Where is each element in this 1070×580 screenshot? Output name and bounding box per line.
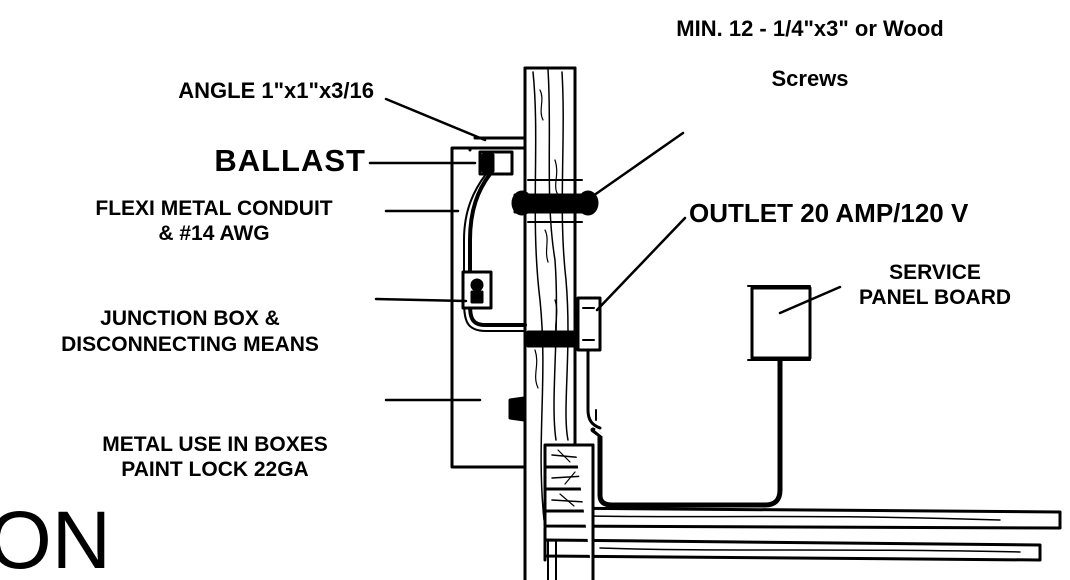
conduit-label-line2: & #14 AWG (158, 222, 270, 245)
outlet (576, 296, 602, 352)
junction-box-label: JUNCTION BOX & DISCONNECTING MEANS (0, 308, 380, 355)
junction-box (461, 270, 493, 310)
metal-box-label-line2: PAINT LOCK 22GA (121, 458, 309, 481)
junction-box-label-line1: JUNCTION BOX & (100, 307, 280, 330)
partial-heading: ON (0, 495, 111, 580)
ballast (478, 150, 514, 176)
leader-lines (368, 97, 842, 402)
metal-box-label: METAL USE IN BOXES PAINT LOCK 22GA (60, 434, 370, 480)
conduit-label-line1: FLEXI METAL CONDUIT (95, 197, 333, 220)
service-panel-label-line1: SERVICE (889, 261, 981, 284)
service-conduit (590, 355, 783, 508)
screws-label-line2: Screws (771, 66, 849, 91)
pole-clamp (511, 179, 599, 348)
light-box (450, 146, 527, 469)
service-panel (747, 285, 812, 361)
conduit-label: FLEXI METAL CONDUIT & #14 AWG (52, 198, 376, 244)
screws-label-line1: MIN. 12 - 1/4"x3" or Wood (676, 16, 944, 41)
metal-box-label-line1: METAL USE IN BOXES (102, 433, 328, 456)
outlet-label: OUTLET 20 AMP/120 V (689, 198, 969, 228)
ballast-label: BALLAST (214, 143, 366, 178)
pole-wire (586, 348, 602, 430)
service-panel-label: SERVICE PANEL BOARD (815, 262, 1055, 308)
angle-label: ANGLE 1"x1"x3/16 (178, 78, 374, 103)
flexi-conduit (463, 172, 527, 332)
service-panel-label-line2: PANEL BOARD (858, 286, 1012, 309)
angle-bracket (473, 136, 527, 152)
junction-box-label-line2: DISCONNECTING MEANS (61, 333, 319, 356)
screws-label: MIN. 12 - 1/4"x3" or Wood Screws (640, 18, 980, 90)
ground-beam (543, 506, 1062, 562)
